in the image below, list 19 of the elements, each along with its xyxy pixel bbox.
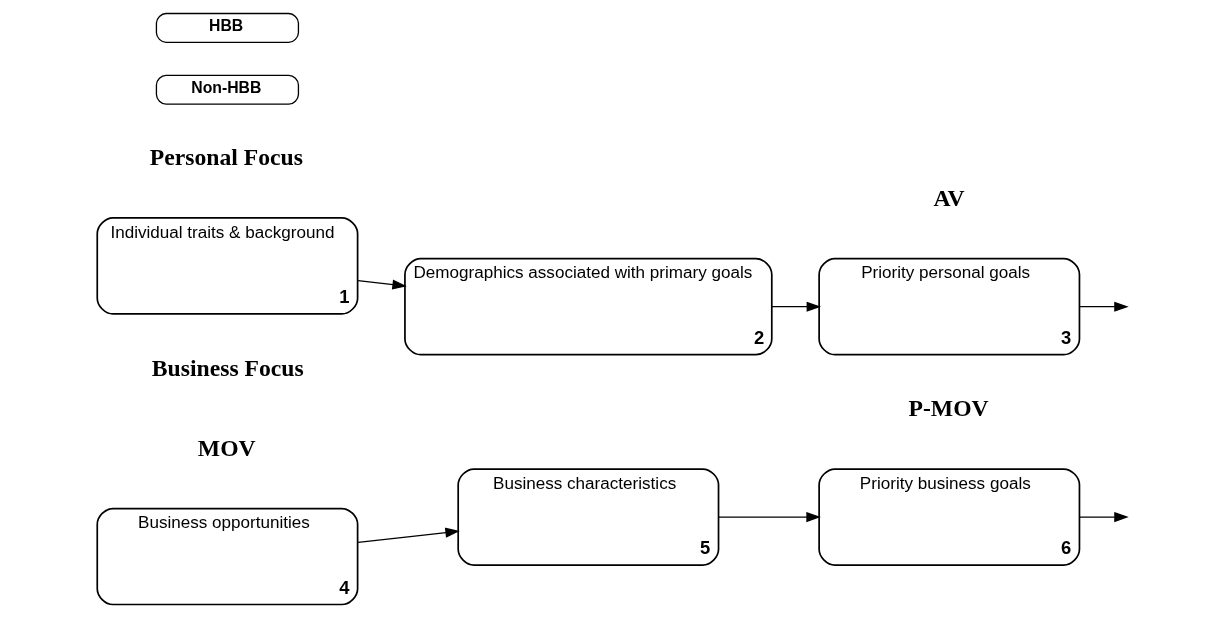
arrow <box>357 527 460 543</box>
arrow <box>771 301 822 312</box>
label: P-MOV <box>908 395 989 422</box>
label: AV <box>933 184 965 211</box>
node-box: Business opportunities 4 <box>96 507 359 606</box>
arrow <box>718 512 821 523</box>
arrow <box>357 279 407 290</box>
arrow <box>1078 512 1129 523</box>
node-box: Non-HBB <box>155 74 300 105</box>
node-box: Individual traits & background 1 <box>96 217 359 315</box>
node-box: Demographics associated with primary goals 2 <box>404 257 773 356</box>
node-box: HBB <box>155 12 300 44</box>
node-box: Priority business goals 6 <box>818 468 1081 566</box>
arrow <box>1078 301 1129 312</box>
label: Business Focus <box>151 354 304 381</box>
node-box: Business characteristics 5 <box>457 468 720 566</box>
label: MOV <box>197 434 256 461</box>
node-box: Priority personal goals 3 <box>818 257 1081 356</box>
label: Personal Focus <box>149 144 303 171</box>
